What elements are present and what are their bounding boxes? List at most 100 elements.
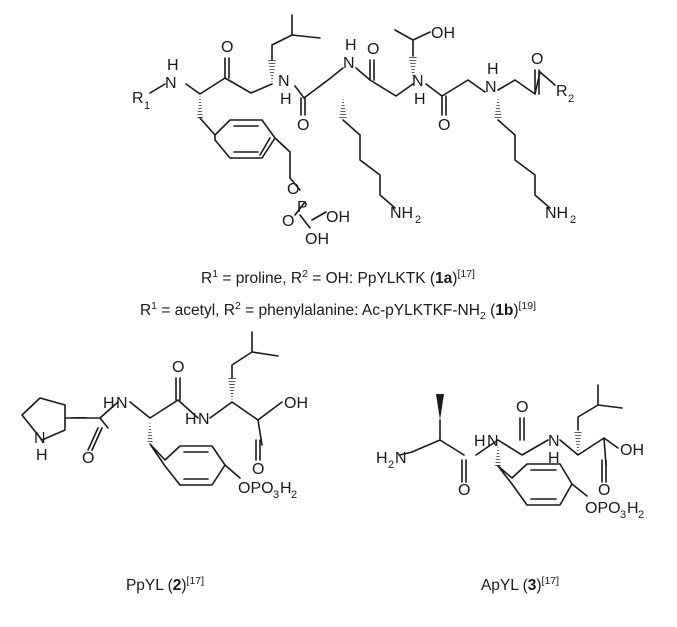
compound-2-o-1: O	[82, 450, 94, 467]
compound-3-n-2: N	[548, 433, 560, 450]
compound-2-leu-hash-wedge	[228, 378, 236, 402]
svg-text:H: H	[376, 450, 388, 467]
compound-1-h-5: H	[487, 61, 499, 78]
compound-2-structure: N H O N H O N H O OH OPO 3 H 2	[21, 331, 308, 501]
compound-1-backbone	[149, 67, 541, 99]
compound-2-oh: OH	[284, 395, 308, 412]
svg-text:OPO: OPO	[238, 480, 274, 497]
compound-2-n-2: N	[198, 411, 210, 428]
compound-1-r1-label: R 1	[132, 90, 150, 112]
caption-1b: R1 = acetyl, R2 = phenylalanine: Ac-pYLK…	[140, 300, 536, 322]
compound-2-o-3: O	[252, 461, 264, 478]
svg-text:2: 2	[415, 214, 421, 226]
svg-text:2: 2	[568, 93, 574, 105]
compound-3-h-2: H	[548, 450, 560, 467]
svg-text:1: 1	[144, 100, 150, 112]
compound-1-lys1-hash-wedge	[339, 96, 347, 120]
svg-text:2: 2	[291, 489, 297, 501]
compound-1-leu-hash-wedge	[268, 60, 276, 84]
compound-1-tyr-hash-wedge	[197, 94, 203, 118]
compound-2-h-2: H	[185, 411, 197, 428]
compound-2-opo3h2: OPO 3 H 2	[238, 480, 297, 501]
svg-text:R: R	[556, 83, 568, 100]
compound-1-oh-phos-1: OH	[326, 209, 350, 226]
compound-2-o-2: O	[172, 359, 184, 376]
svg-text:2: 2	[638, 509, 644, 521]
compound-3-carbonyls	[461, 417, 607, 483]
compound-1-h-1: H	[167, 57, 179, 74]
compound-1-n-4: N	[412, 73, 424, 90]
compound-3-o-1: O	[458, 482, 470, 499]
compound-1-thr-hash-wedge	[409, 56, 417, 80]
compound-3-n-1: N	[487, 433, 499, 450]
compound-1-oh-thr: OH	[431, 25, 455, 42]
compound-1-o-1: O	[221, 39, 233, 56]
compound-1-lys1-chain	[342, 119, 396, 209]
compound-2-tyr-hash-wedge	[147, 420, 153, 444]
compound-2-n-1: N	[116, 395, 128, 412]
compound-2-backbone	[64, 399, 283, 446]
compound-3-h2n: H 2 N	[376, 450, 407, 471]
compound-3-oh: OH	[620, 442, 644, 459]
compound-1-lys2-nh2: NH 2	[545, 205, 576, 226]
compound-1-lys2-hash-wedge	[494, 96, 502, 120]
compound-1-n-1: N	[165, 75, 177, 92]
compound-1-o-3: O	[367, 41, 379, 58]
compound-2-h-1: H	[103, 395, 115, 412]
compound-1-n-2: N	[278, 73, 290, 90]
compound-1-thr-chain	[394, 29, 431, 57]
compound-1-termini	[539, 71, 556, 86]
compound-1-o-2: O	[297, 117, 309, 134]
compound-1-o-5: O	[531, 51, 543, 68]
svg-text:2: 2	[388, 459, 394, 471]
compound-3-h-1: H	[474, 433, 486, 450]
compound-3-structure: H 2 N O N H O N H O OH OPO 3 H 2	[376, 384, 644, 521]
svg-text:2: 2	[570, 214, 576, 226]
compound-3-leu-chain	[577, 384, 623, 431]
svg-text:OPO: OPO	[585, 500, 621, 517]
compound-2-tyr-ring	[149, 443, 241, 486]
compound-1-r2-label: R 2	[556, 83, 574, 105]
compound-1-carbonyls	[224, 57, 540, 116]
compound-1-h-4: H	[414, 91, 426, 108]
svg-text:3: 3	[273, 489, 279, 501]
compound-1-o-phos-link: O	[287, 181, 299, 198]
svg-text:R: R	[132, 90, 144, 107]
compound-2-n-pro: N	[34, 430, 46, 447]
svg-text:H: H	[280, 480, 292, 497]
compound-1-oh-phos-2: OH	[305, 231, 329, 248]
svg-text:N: N	[395, 450, 407, 467]
caption-3: ApYL (3)[17]	[481, 575, 559, 594]
compound-1-h-3: H	[345, 37, 357, 54]
compound-1-leu-chain	[271, 14, 321, 61]
compound-3-o-2: O	[516, 399, 528, 416]
compound-1-o-4: O	[438, 117, 450, 134]
compound-2-h-pro: H	[36, 447, 48, 464]
caption-2: PpYL (2)[17]	[126, 575, 204, 594]
compound-3-leu-hash-wedge	[574, 430, 582, 455]
compound-1-structure: R 1 H N O N H O N H O OH N H O N H O R 2…	[132, 14, 576, 248]
compound-2-pro-hash-wedge	[65, 416, 86, 420]
compound-2-leu-chain	[231, 331, 279, 379]
compound-1-lys2-chain	[497, 119, 551, 209]
caption-1a: R1 = proline, R2 = OH: PpYLKTK (1a)[17]	[201, 268, 475, 287]
compound-1-lys1-nh2: NH 2	[390, 205, 421, 226]
svg-text:H: H	[627, 500, 639, 517]
compound-3-opo3h2: OPO 3 H 2	[585, 500, 644, 521]
compound-3-o-3: O	[598, 482, 610, 499]
compound-1-phosphate	[289, 177, 327, 229]
compound-3-tyr-ring	[497, 463, 588, 506]
svg-text:NH: NH	[545, 205, 568, 222]
compound-1-o-phos-dbl: O	[282, 213, 294, 230]
compound-1-n-5: N	[485, 79, 497, 96]
svg-text:3: 3	[620, 509, 626, 521]
compound-1-p: P	[297, 199, 308, 216]
compound-3-backbone	[399, 419, 619, 466]
compound-3-tyr-hash-wedge	[495, 444, 501, 466]
compound-2-carbonyls	[87, 377, 261, 461]
svg-text:NH: NH	[390, 205, 413, 222]
compound-1-tyr-ring	[199, 117, 291, 179]
compound-1-n-3: N	[343, 55, 355, 72]
compound-1-h-2: H	[280, 91, 292, 108]
